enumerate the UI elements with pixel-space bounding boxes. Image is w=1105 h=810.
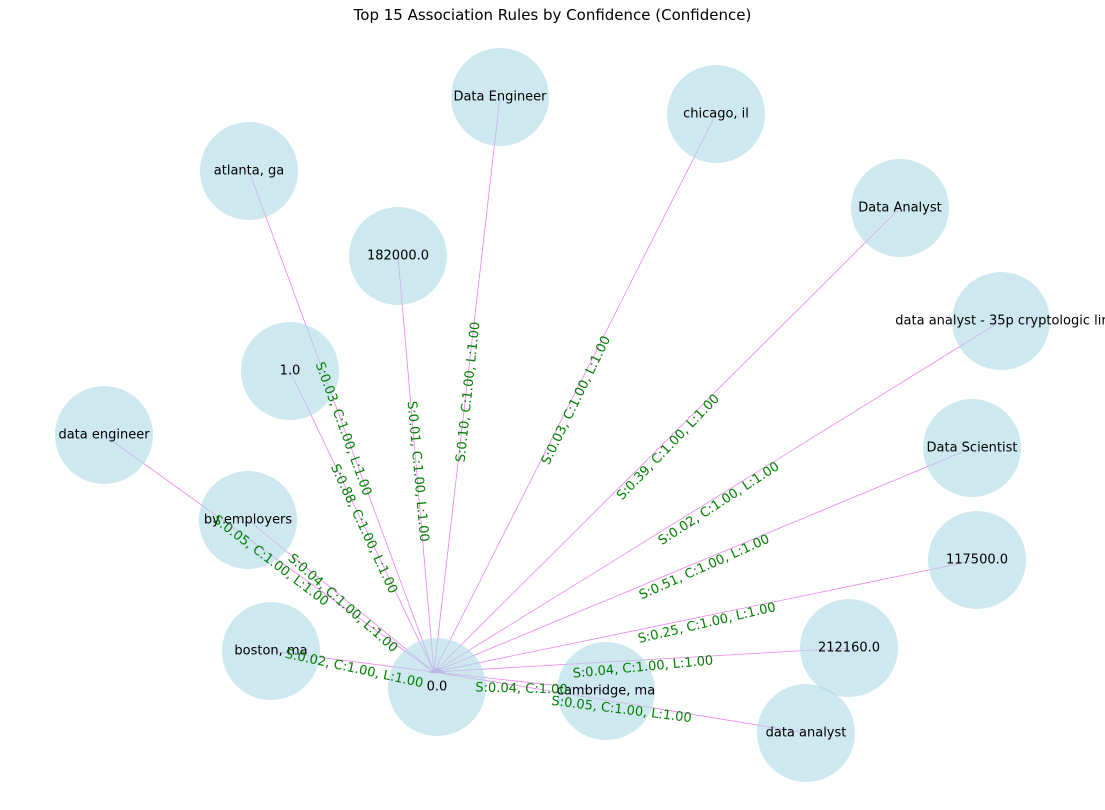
node-label: cambridge, ma: [557, 684, 655, 699]
node-label: data engineer: [58, 428, 150, 443]
node-label: 182000.0: [367, 249, 429, 264]
chart-title: Top 15 Association Rules by Confidence (…: [353, 6, 752, 24]
edge-label-data-analyst: S:0.39, C:1.00, L:1.00: [614, 392, 723, 504]
node-label: by employers: [204, 513, 293, 528]
node-circle: [851, 159, 949, 257]
node-by-employers: by employers: [199, 471, 297, 569]
node-circle: [241, 322, 339, 420]
node-label: chicago, il: [683, 107, 749, 122]
node-circle: [757, 684, 855, 782]
node-0-0: 0.0: [388, 638, 486, 736]
node-data-engineer: data engineer: [55, 386, 153, 484]
node-212160-0: 212160.0: [800, 599, 898, 697]
edge-117500-0: [433, 559, 978, 673]
edge-label-data-engineer: S:0.10, C:1.00, L:1.00: [454, 321, 484, 463]
node-117500-0: 117500.0: [928, 511, 1026, 609]
node-boston-ma: boston, ma: [222, 602, 320, 700]
node-data-scientist: Data Scientist: [923, 399, 1021, 497]
edge-label-117500-0: S:0.25, C:1.00, L:1.00: [637, 600, 778, 647]
edge-chicago-il: [433, 113, 717, 673]
edge-label-cambridge-ma: S:0.04, C:1.00: [475, 680, 568, 697]
node-label: 212160.0: [818, 641, 880, 656]
nodes-layer: Data Engineer chicago, il atlanta, ga Data …: [55, 48, 1105, 782]
node-cambridge-ma: cambridge, ma: [557, 642, 655, 740]
node-circle: [923, 399, 1021, 497]
node-label: 1.0: [280, 364, 301, 379]
node-label: data analyst: [766, 726, 847, 741]
node-data-analyst: data analyst: [757, 684, 855, 782]
node-circle: [200, 122, 298, 220]
node-data-engineer: Data Engineer: [451, 48, 549, 146]
node-circle: [349, 207, 447, 305]
edge-label-chicago-il: S:0.03, C:1.00, L:1.00: [539, 334, 614, 467]
node-circle: [222, 602, 320, 700]
node-circle: [388, 638, 486, 736]
node-circle: [667, 65, 765, 163]
node-label: 0.0: [427, 680, 448, 695]
edge-1-0: [289, 370, 435, 673]
node-1-0: 1.0: [241, 322, 339, 420]
node-data-analyst: Data Analyst: [851, 159, 949, 257]
edge-182000-0: [397, 255, 435, 673]
node-circle: [928, 511, 1026, 609]
node-circle: [800, 599, 898, 697]
node-label: 117500.0: [946, 553, 1008, 568]
node-atlanta-ga: atlanta, ga: [200, 122, 298, 220]
edge-atlanta-ga: [248, 170, 435, 673]
edge-data-scientist: [433, 447, 973, 673]
node-label: Data Engineer: [453, 90, 547, 105]
node-label: data analyst - 35p cryptologic lir: [895, 314, 1105, 329]
node-label: Data Analyst: [858, 201, 941, 216]
edge-label-182000-0: S:0.01, C:1.00, L:1.00: [404, 401, 432, 543]
node-circle: [451, 48, 549, 146]
node-circle: [952, 272, 1050, 370]
node-circle: [199, 471, 297, 569]
node-circle: [55, 386, 153, 484]
node-label: Data Scientist: [927, 441, 1018, 456]
node-chicago-il: chicago, il: [667, 65, 765, 163]
edge-label-data-scientist: S:0.51, C:1.00, L:1.00: [637, 532, 772, 603]
node-182000-0: 182000.0: [349, 207, 447, 305]
node-circle: [557, 642, 655, 740]
node-label: atlanta, ga: [214, 164, 284, 179]
edge-data-analyst: [433, 207, 901, 673]
node-label: boston, ma: [234, 644, 307, 659]
edge-data-engineer: [433, 96, 501, 673]
edge-data-analyst-35p-cryptologic-lir: [433, 320, 1002, 673]
node-data-analyst-35p-cryptologic-lir: data analyst - 35p cryptologic lir: [895, 272, 1105, 370]
